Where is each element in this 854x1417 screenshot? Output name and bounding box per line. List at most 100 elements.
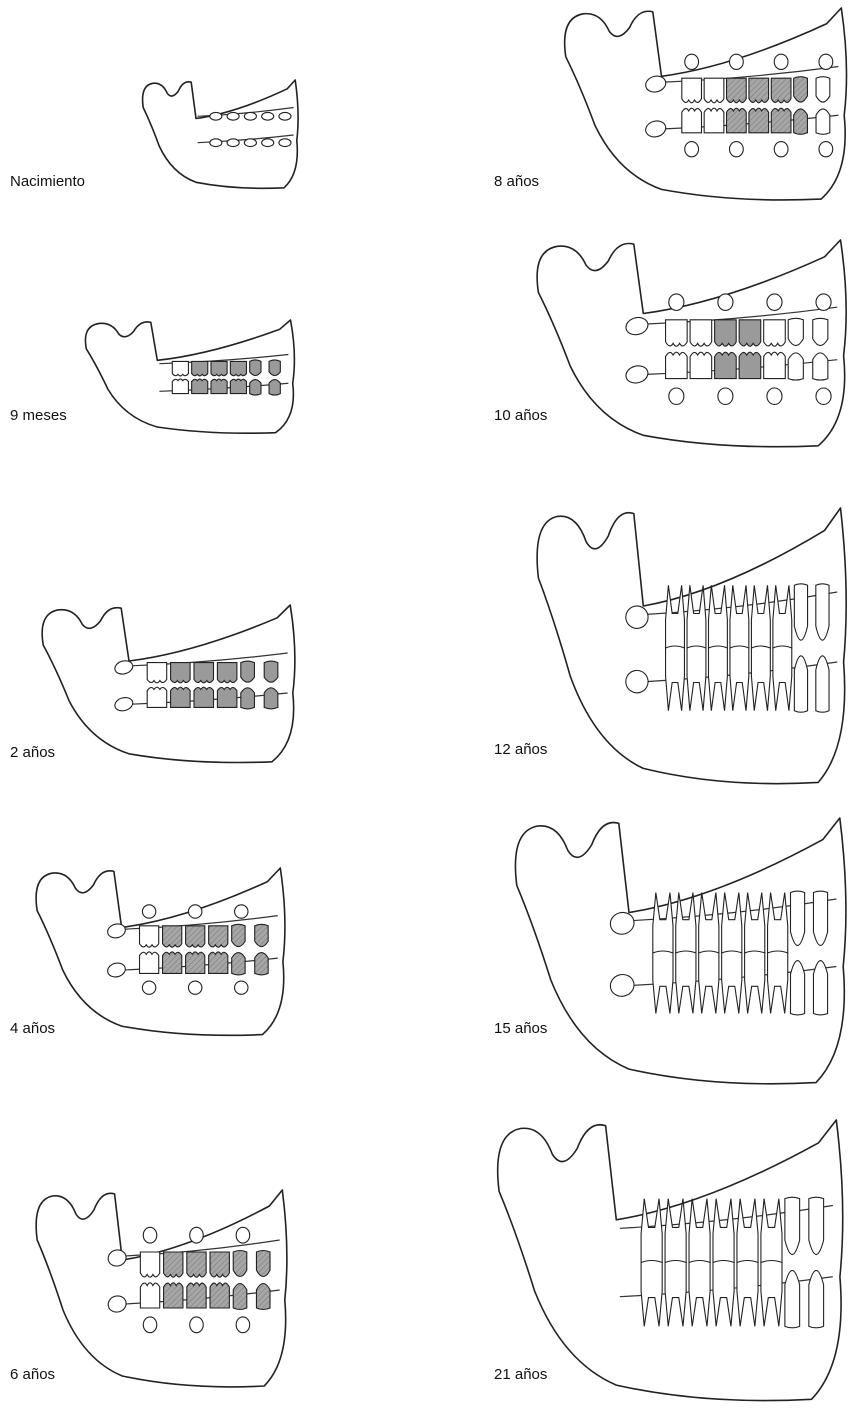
jaw-drawing-nacimiento (0, 0, 420, 200)
tooth-crypt (210, 139, 222, 147)
lower-tooth (140, 952, 159, 973)
tooth-crypt (279, 139, 291, 147)
jaw-group (565, 8, 847, 200)
lower-tooth (264, 688, 278, 709)
jaw-group (537, 508, 846, 784)
molar-crypt (623, 668, 650, 695)
jaw-drawing-4-anos (0, 860, 420, 1045)
lower-tooth (704, 108, 724, 133)
upper-tooth (689, 1199, 710, 1265)
age-label-4-anos: 4 años (10, 1020, 55, 1038)
upper-tooth (666, 585, 685, 650)
upper-tooth (715, 320, 737, 346)
lower-tooth (256, 1284, 270, 1310)
upper-tooth (641, 1199, 662, 1265)
lower-tooth (794, 109, 808, 134)
lower-tooth (172, 379, 188, 393)
panel-15-anos: 15 años (480, 810, 854, 1100)
permanent-tooth-bud (718, 294, 733, 310)
lower-tooth (809, 1270, 824, 1327)
upper-tooth (773, 585, 792, 650)
lower-tooth (210, 1283, 229, 1308)
upper-tooth (739, 320, 761, 346)
panel-21-anos: 21 años (480, 1110, 854, 1410)
lower-tooth (641, 1261, 662, 1327)
molar-crypt (113, 696, 134, 713)
upper-tooth (751, 585, 770, 650)
tooth-crypt (262, 139, 274, 147)
lower-tooth (171, 687, 191, 707)
molar-crypt (644, 119, 668, 139)
upper-tooth (788, 318, 803, 345)
panel-9-meses: 9 meses (0, 300, 420, 440)
lower-tooth (690, 352, 712, 378)
upper-tooth (194, 663, 214, 683)
lower-tooth (713, 1261, 734, 1327)
upper-tooth (217, 663, 237, 683)
upper-tooth (255, 924, 268, 946)
permanent-tooth-bud (190, 1317, 204, 1333)
lower-tooth (739, 352, 761, 378)
permanent-tooth-bud (819, 142, 833, 157)
upper-tooth (816, 584, 829, 640)
permanent-tooth-bud (767, 388, 782, 404)
panel-4-anos: 4 años (0, 860, 420, 1045)
upper-tooth (794, 584, 807, 640)
upper-tooth (722, 893, 742, 955)
permanent-tooth-bud (729, 142, 743, 157)
upper-tooth (233, 1251, 247, 1277)
tooth-crypt (227, 112, 239, 120)
lower-tooth (785, 1270, 800, 1327)
jaw-drawing-8-anos (480, 0, 854, 200)
permanent-tooth-bud (188, 905, 201, 918)
permanent-tooth-bud (142, 905, 155, 918)
upper-tooth (164, 1252, 183, 1277)
lower-tooth (209, 952, 228, 973)
upper-tooth (210, 1252, 229, 1277)
lower-tooth (737, 1261, 758, 1327)
jaw-group (36, 1190, 287, 1387)
permanent-tooth-bud (235, 981, 248, 994)
molar-crypt (624, 315, 650, 337)
age-label-10-anos: 10 años (494, 407, 547, 425)
upper-tooth (704, 78, 724, 103)
molar-crypt (106, 961, 127, 979)
upper-tooth (256, 1251, 270, 1277)
lower-tooth (217, 687, 237, 707)
mandible-outline (36, 868, 285, 1035)
panel-10-anos: 10 años (480, 230, 854, 450)
tooth-crypt (279, 112, 291, 120)
age-label-2-anos: 2 años (10, 744, 55, 762)
permanent-tooth-bud (816, 294, 831, 310)
tooth-crypt (244, 112, 256, 120)
lower-tooth (255, 953, 268, 975)
age-label-9-meses: 9 meses (10, 407, 67, 425)
lower-tooth (708, 646, 727, 711)
upper-tooth (749, 78, 769, 103)
upper-tooth (813, 318, 828, 345)
molar-crypt (623, 604, 650, 631)
lower-tooth (816, 109, 830, 134)
upper-tooth (682, 78, 702, 103)
lower-tooth (187, 1283, 206, 1308)
tooth-crypt (227, 139, 239, 147)
upper-tooth (794, 77, 808, 102)
molar-crypt (106, 1294, 128, 1314)
upper-tooth (730, 585, 749, 650)
lower-tooth (211, 379, 227, 393)
molar-crypt (644, 74, 668, 94)
mandible-outline (85, 320, 294, 433)
panel-6-anos: 6 años (0, 1180, 420, 1400)
permanent-tooth-bud (236, 1227, 250, 1243)
upper-tooth (713, 1199, 734, 1265)
permanent-tooth-bud (816, 388, 831, 404)
lower-tooth (730, 646, 749, 711)
lower-tooth (665, 1261, 686, 1327)
molar-crypt (608, 972, 637, 999)
lower-tooth (751, 646, 770, 711)
permanent-tooth-bud (143, 1227, 157, 1243)
lower-tooth (163, 952, 182, 973)
lower-tooth (813, 961, 827, 1015)
molar-crypt (106, 1248, 128, 1268)
permanent-tooth-bud (774, 142, 788, 157)
